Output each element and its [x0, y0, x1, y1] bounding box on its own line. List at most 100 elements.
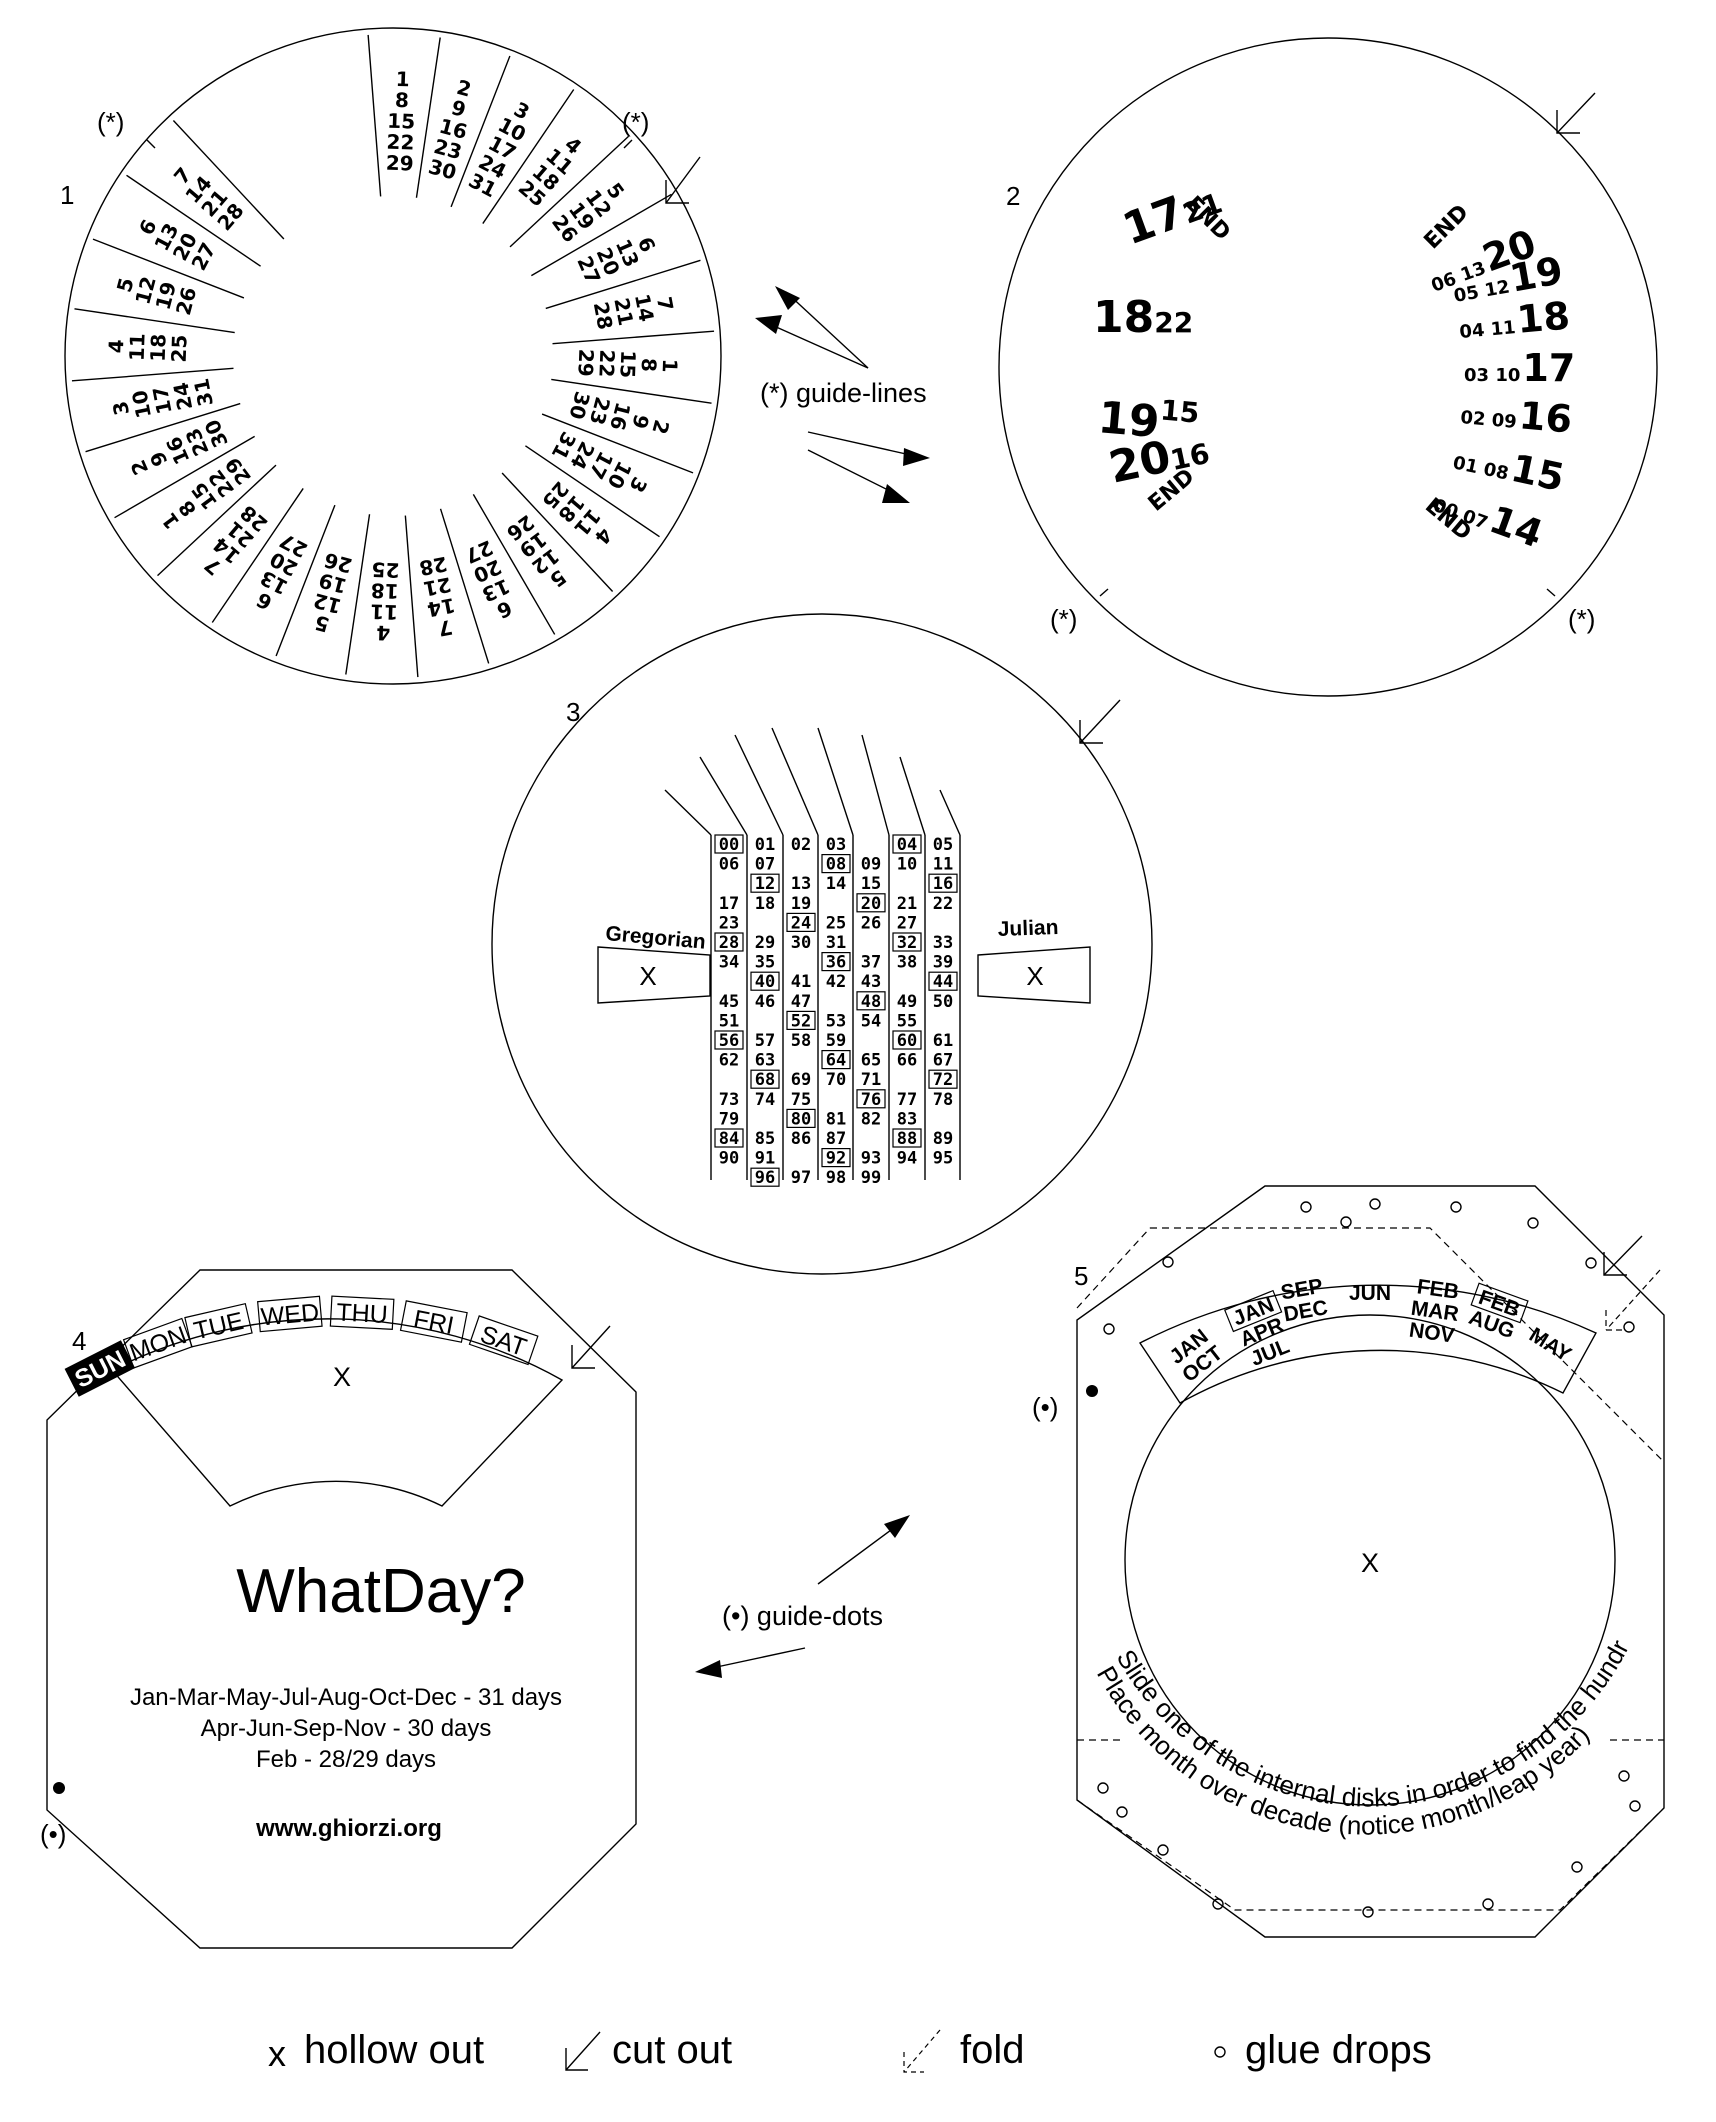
day-number: 25: [371, 557, 400, 582]
leap-year-box: [928, 873, 958, 893]
year-cell: 86: [791, 1129, 811, 1149]
leap-year-box: [821, 853, 851, 874]
year-cell: 68: [755, 1070, 775, 1090]
glue-drop: [1362, 1906, 1374, 1918]
sector-divider: [531, 193, 672, 277]
sector-divider: [275, 504, 336, 657]
year-cell: 04: [897, 835, 917, 855]
glue-drop: [1585, 1257, 1597, 1269]
sector-divider: [439, 508, 490, 664]
day-number: 4: [376, 621, 391, 645]
day-number: 18: [146, 333, 171, 362]
year-cell: 30: [791, 933, 811, 953]
day-window-hollow-mark: X: [333, 1362, 351, 1392]
year-cell: 37: [861, 953, 881, 973]
legend-hollow-symbol: x: [268, 2033, 286, 2074]
year-cell: 51: [719, 1011, 739, 1031]
weekday-label: MON: [126, 1321, 190, 1367]
year-cell: 80: [791, 1109, 811, 1129]
year-cell: 98: [826, 1168, 846, 1188]
day-number: 4: [104, 339, 128, 354]
glue-drop: [1162, 1256, 1174, 1268]
year-cell: 88: [897, 1129, 917, 1149]
day-number: 5: [112, 275, 139, 295]
year-cell: 50: [933, 992, 953, 1012]
year-cell: 05: [933, 835, 953, 855]
day-number: 22: [386, 130, 415, 155]
fold-arrow-icon: [1605, 1269, 1661, 1331]
leap-year-box: [821, 1049, 851, 1070]
year-cell: 40: [755, 972, 775, 992]
year-cell: 73: [719, 1090, 739, 1110]
sector-divider: [482, 89, 575, 224]
weekday-cell: TUE: [184, 1302, 253, 1348]
year-cell: 19: [791, 894, 811, 914]
year-cell: 10: [897, 855, 917, 875]
leap-year-box: [928, 1069, 958, 1089]
sector-divider: [92, 238, 245, 299]
day-number: 28: [589, 300, 618, 332]
century-entry: 1915: [1096, 388, 1201, 452]
month-info-line-2: Apr-Jun-Sep-Nov - 30 days: [201, 1715, 492, 1742]
day-number: 22: [594, 349, 619, 378]
sector-divider: [126, 174, 261, 267]
leap-year-box: [892, 1128, 922, 1148]
sector-divider: [114, 435, 255, 519]
year-cell: 28: [719, 933, 739, 953]
day-number: 15: [615, 350, 640, 379]
day-number: 2: [454, 75, 474, 102]
leap-year-box: [892, 932, 922, 952]
sector-divider: [545, 259, 701, 310]
sector-divider: [345, 514, 371, 675]
century-big: 20: [1105, 431, 1175, 494]
day-number: 31: [189, 376, 218, 408]
day-number: 21: [609, 296, 638, 328]
legend-cut-label: cut out: [612, 2028, 732, 2072]
year-cell: 32: [897, 933, 917, 953]
leap-year-box: [856, 893, 886, 913]
year-cell: 63: [755, 1051, 775, 1071]
year-cell: 18: [755, 894, 775, 914]
sector-divider: [525, 445, 660, 538]
glue-drop: [1369, 1198, 1381, 1210]
weekday-label: WED: [260, 1298, 321, 1331]
year-cell: 81: [826, 1109, 846, 1129]
century-small: 03 10: [1464, 365, 1520, 386]
leap-year-box: [750, 1167, 780, 1187]
glue-drop: [1450, 1201, 1462, 1213]
weekday-cell: FRI: [399, 1300, 468, 1343]
century-entry: 02 0916: [1459, 388, 1574, 442]
disk-3-window-frame: [664, 727, 961, 1180]
year-cell: 64: [826, 1051, 846, 1071]
cut-arrow-icon: [565, 2031, 601, 2071]
disk-1-guide-tick-right: [623, 139, 633, 149]
day-number: 3: [108, 399, 134, 417]
disk-4-number: 4: [72, 1326, 86, 1356]
century-entry: 01 0815: [1450, 434, 1568, 500]
arrow-up-left-icon: [755, 286, 869, 369]
guide-lines-label: (*) guide-lines: [760, 378, 927, 408]
century-small: 22: [1154, 306, 1193, 339]
disk-5-number: 5: [1074, 1261, 1088, 1291]
year-cell: 46: [755, 992, 775, 1012]
month-label: JUN: [1349, 1282, 1391, 1305]
year-cell: 78: [933, 1090, 953, 1110]
year-cell: 20: [861, 894, 881, 914]
disk-4-guide-dot-mark: (•): [40, 1819, 66, 1849]
fold-line-top: [1150, 1227, 1665, 1463]
julian-hollow-mark: X: [1026, 961, 1043, 991]
century-small: 04 11: [1459, 317, 1517, 343]
leap-year-box: [750, 971, 780, 991]
gregorian-window: Gregorian X: [597, 922, 711, 1004]
column-divider: [899, 756, 926, 836]
leap-year-box: [892, 1030, 922, 1050]
day-number: 5: [312, 610, 332, 637]
